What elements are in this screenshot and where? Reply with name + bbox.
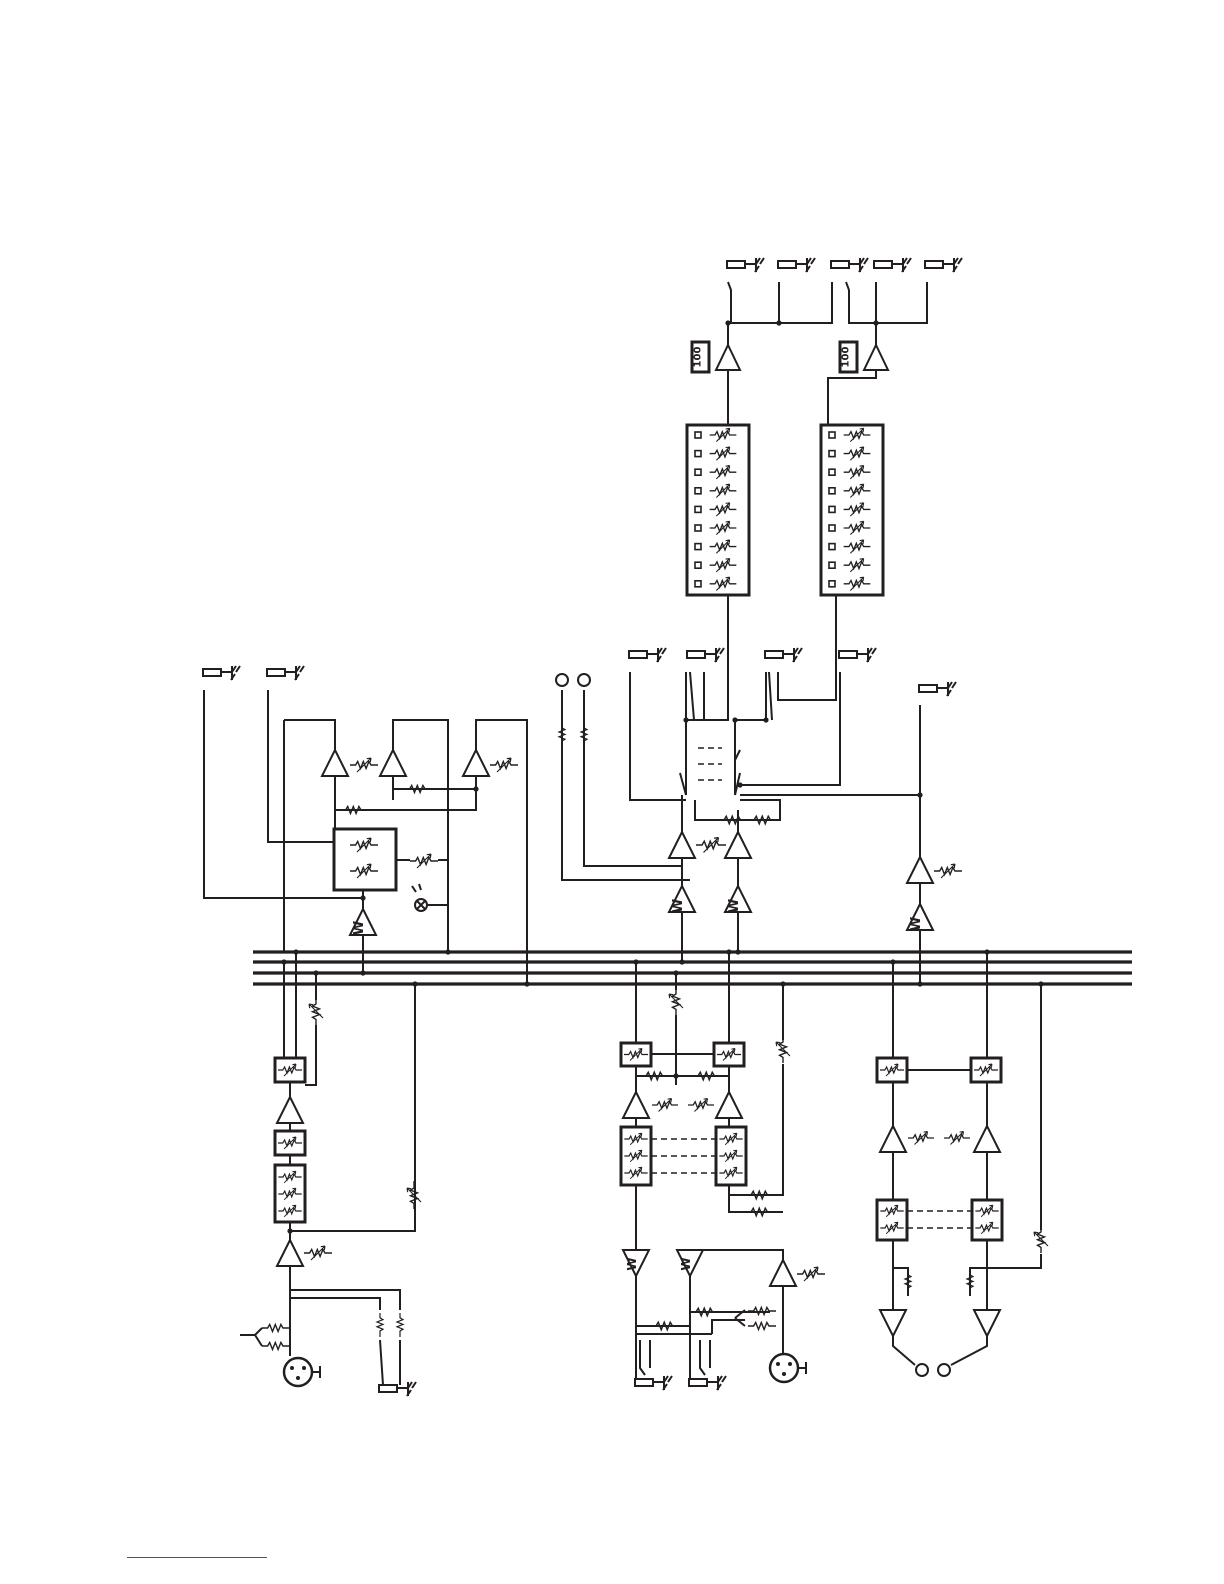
amp-label-1: W	[671, 899, 686, 913]
eq-band-switch	[695, 432, 701, 438]
eq-band-switch	[829, 544, 835, 550]
footer-rule	[127, 1557, 267, 1558]
eq-band-switch	[695, 488, 701, 494]
eq-band-switch	[695, 544, 701, 550]
eq-band-switch	[829, 451, 835, 457]
eq-band-switch	[829, 562, 835, 568]
amp-label-3: W	[909, 917, 924, 931]
meter-right: 100	[828, 342, 888, 425]
eq-band-switch	[695, 562, 701, 568]
mic-channel	[240, 952, 421, 1396]
output-jacks-top	[725, 258, 962, 345]
eq-band-switch	[695, 581, 701, 587]
main-bus	[253, 952, 1132, 984]
master-jacks	[629, 595, 956, 824]
mono-out: W	[907, 795, 962, 987]
eq-band-switch	[695, 525, 701, 531]
eq-band-switch	[829, 506, 835, 512]
aux-section: W	[203, 666, 530, 987]
eq-band-switch	[695, 451, 701, 457]
stereo-channel: W W	[621, 949, 825, 1390]
line-channel	[877, 949, 1048, 1376]
eq-band-switch	[829, 581, 835, 587]
meter-left: 100	[692, 342, 740, 425]
amp-label-5: W	[625, 1257, 639, 1270]
amp-label-4: W	[352, 921, 367, 935]
eq-band-switch	[829, 432, 835, 438]
graphic-eq-right	[821, 425, 883, 595]
meter-label-left: 100	[693, 347, 704, 368]
meter-label-right: 100	[841, 347, 852, 368]
eq-band-switch	[695, 506, 701, 512]
amp-label-2: W	[727, 899, 742, 913]
eq-band-switch	[829, 525, 835, 531]
graphic-eq-left	[687, 425, 749, 595]
eq-band-switch	[695, 469, 701, 475]
eq-band-switch	[829, 469, 835, 475]
amp-label-6: W	[679, 1257, 693, 1270]
eq-band-switch	[829, 488, 835, 494]
